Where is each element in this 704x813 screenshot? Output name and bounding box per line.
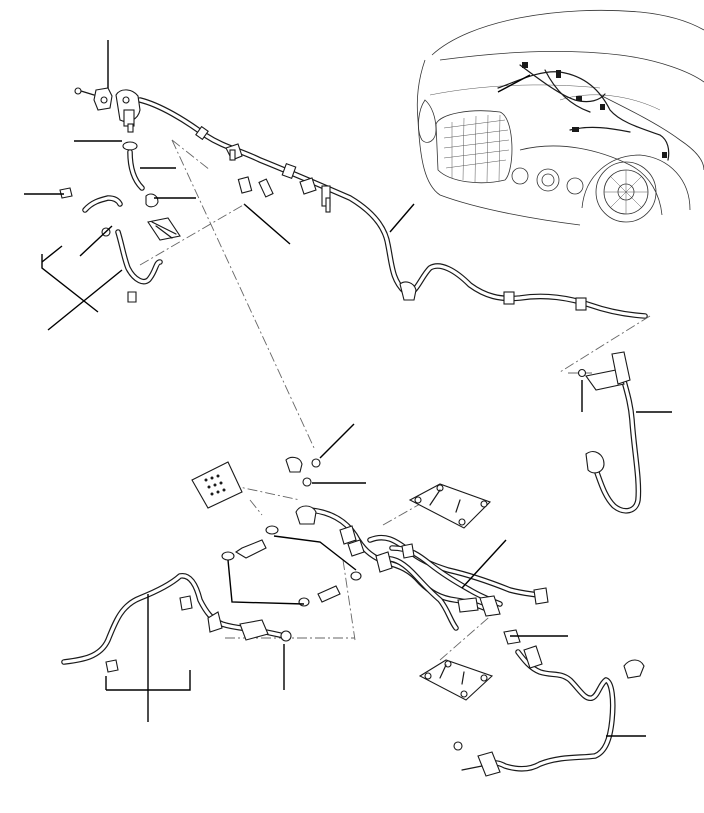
upper-leader-lines (24, 40, 415, 331)
right-hose-assembly (577, 351, 672, 514)
upper-hose-assembly (59, 87, 648, 319)
phantom-lines (139, 139, 651, 661)
car-front-inset (416, 9, 704, 226)
lower-hose-assembly (61, 423, 646, 777)
